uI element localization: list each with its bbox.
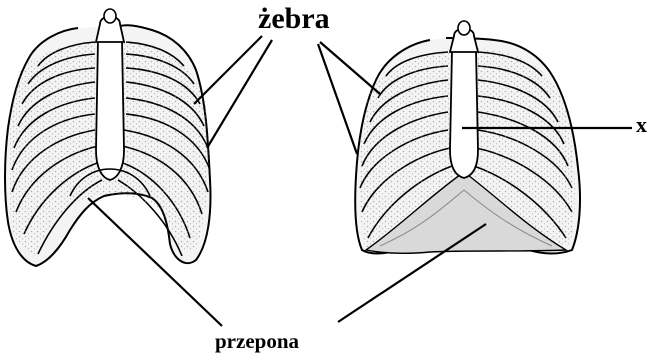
label-diaphragm: przepona xyxy=(215,329,299,354)
leader-ribs-4 xyxy=(318,44,357,154)
sternum-right xyxy=(450,50,478,178)
sternum-left xyxy=(96,40,124,180)
label-ribs: żebra xyxy=(258,2,330,36)
label-x: x xyxy=(636,112,647,138)
rib-cage-right xyxy=(355,21,580,253)
leader-ribs-1 xyxy=(194,36,262,104)
leader-ribs-3 xyxy=(320,42,380,94)
rib-cage-left xyxy=(5,9,210,266)
leader-ribs-2 xyxy=(207,40,272,148)
